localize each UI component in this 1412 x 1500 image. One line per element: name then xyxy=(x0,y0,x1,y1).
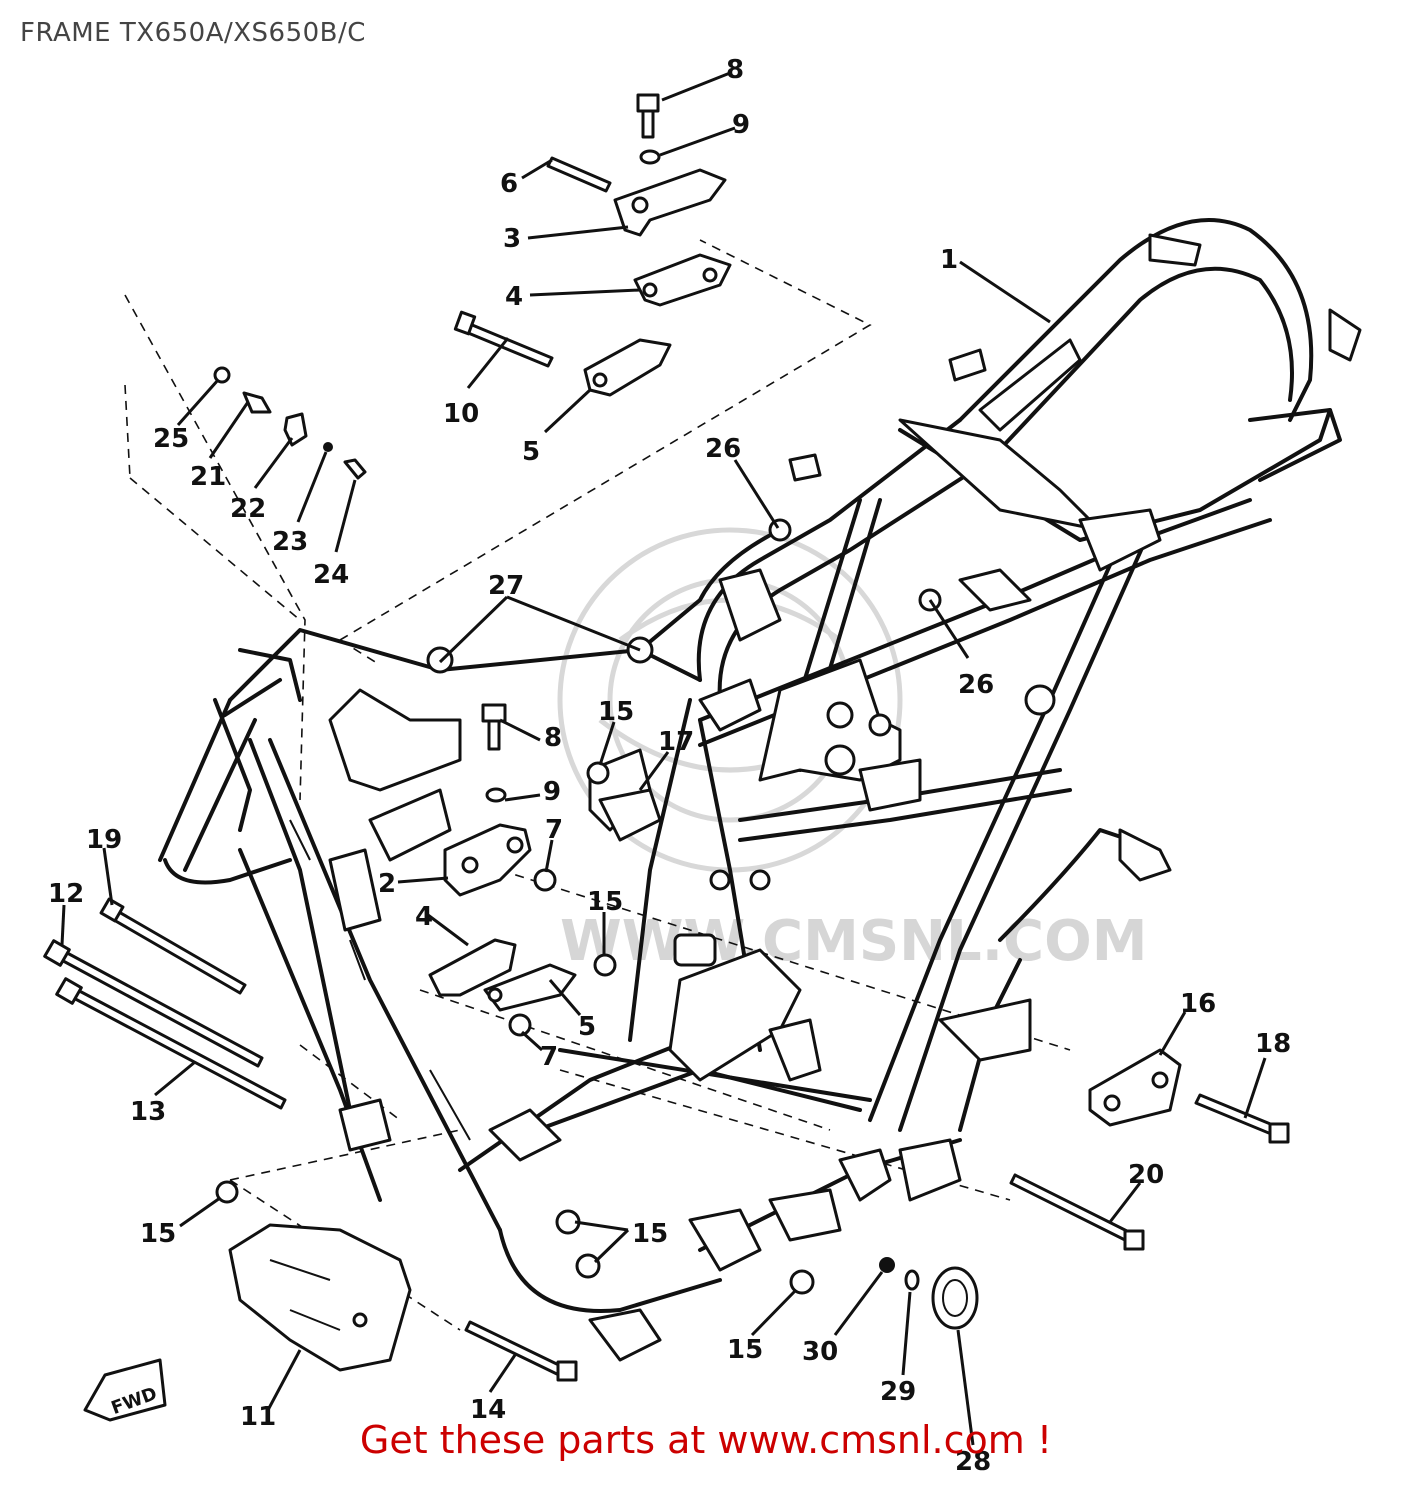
main-frame xyxy=(158,218,1362,1362)
callout-17: 17 xyxy=(658,727,694,757)
callout-2: 2 xyxy=(378,869,396,899)
callout-4: 4 xyxy=(505,282,523,312)
callout-15-lower: 15 xyxy=(632,1219,668,1249)
callout-26-lower: 26 xyxy=(958,670,994,700)
callout-10: 10 xyxy=(443,399,479,429)
callout-15-bottom: 15 xyxy=(727,1335,763,1365)
callout-9-lower: 9 xyxy=(543,777,561,807)
cmsnl-parts-link[interactable]: Get these parts at www.cmsnl.com ! xyxy=(359,1418,1053,1462)
callout-6: 6 xyxy=(500,169,518,199)
callout-7-lower: 7 xyxy=(540,1042,558,1072)
callout-4-lower: 4 xyxy=(415,902,433,932)
callout-25: 25 xyxy=(153,424,189,454)
callout-7: 7 xyxy=(545,815,563,845)
callout-21: 21 xyxy=(190,462,226,492)
callouts: 8 9 6 3 4 1 10 5 25 21 22 23 24 26 27 26… xyxy=(48,55,1291,1477)
leader-lines xyxy=(60,71,1267,1446)
callout-26: 26 xyxy=(705,434,741,464)
callout-28: 28 xyxy=(955,1447,991,1477)
callout-20: 20 xyxy=(1128,1160,1164,1190)
callout-29: 29 xyxy=(880,1377,916,1407)
callout-18: 18 xyxy=(1255,1029,1291,1059)
callout-5-lower: 5 xyxy=(578,1012,596,1042)
callout-27: 27 xyxy=(488,571,524,601)
callout-5: 5 xyxy=(522,437,540,467)
callout-1: 1 xyxy=(940,245,958,275)
callout-15: 15 xyxy=(598,697,634,727)
callout-8-lower: 8 xyxy=(544,723,562,753)
fwd-arrow: FWD xyxy=(83,1358,167,1422)
callout-22: 22 xyxy=(230,494,266,524)
callout-12: 12 xyxy=(48,879,84,909)
callout-15-left: 15 xyxy=(140,1219,176,1249)
callout-8: 8 xyxy=(726,55,744,85)
callout-23: 23 xyxy=(272,527,308,557)
callout-14: 14 xyxy=(470,1395,506,1425)
callout-24: 24 xyxy=(313,560,349,590)
callout-11: 11 xyxy=(240,1402,276,1432)
callout-15-mid: 15 xyxy=(587,887,623,917)
callout-16: 16 xyxy=(1180,989,1216,1019)
callout-3: 3 xyxy=(503,224,521,254)
callout-9: 9 xyxy=(732,110,750,140)
watermark-text: WWW.CMSNL.COM xyxy=(560,909,1147,974)
callout-13: 13 xyxy=(130,1097,166,1127)
callout-19: 19 xyxy=(86,825,122,855)
page-title: FRAME TX650A/XS650B/C xyxy=(20,18,366,48)
callout-30: 30 xyxy=(802,1337,838,1367)
engine-mounts xyxy=(43,93,1290,1382)
